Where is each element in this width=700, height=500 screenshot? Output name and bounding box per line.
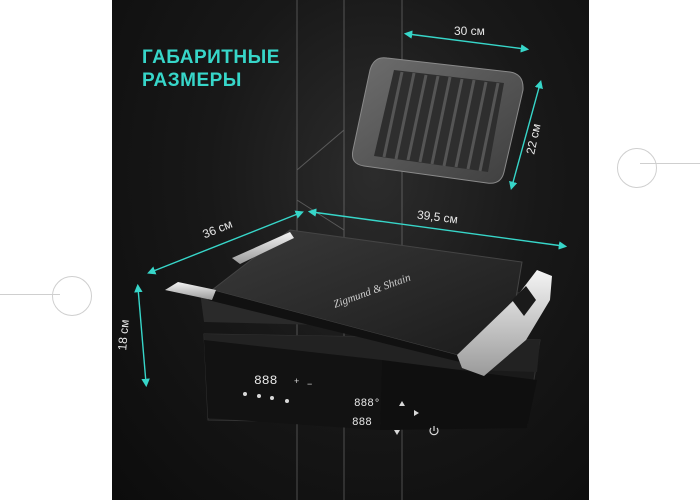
- title-line-1: ГАБАРИТНЫЕ: [142, 47, 280, 68]
- right-guide-circle: [617, 148, 657, 188]
- arrow-grill-height: [134, 283, 150, 388]
- label-plate-width: 30 см: [454, 24, 485, 38]
- arrow-right-icon: [414, 410, 419, 416]
- arrow-grill-depth: [147, 210, 304, 275]
- plus-icon: +: [294, 376, 299, 386]
- mode-icon-4: [285, 399, 289, 403]
- arrow-plate-width: [403, 30, 530, 53]
- page-title: ГАБАРИТНЫЕ РАЗМЕРЫ: [142, 46, 280, 92]
- mode-icon-1: [243, 392, 247, 396]
- arrow-up-icon: [399, 401, 405, 406]
- title-line-2: РАЗМЕРЫ: [142, 70, 242, 91]
- grill-illustration: Zigmund & Shtain 888 888° 888 + −: [134, 0, 568, 500]
- power-icon: [429, 426, 439, 436]
- minus-icon: −: [307, 379, 312, 389]
- display-left-readout: 888: [254, 373, 277, 388]
- product-photo-panel: ГАБАРИТНЫЕ РАЗМЕРЫ: [112, 0, 589, 500]
- removable-plate: [352, 57, 524, 184]
- control-icons: + −: [243, 376, 419, 435]
- dimension-arrows: [134, 30, 568, 388]
- arrow-down-icon: [394, 430, 400, 435]
- arrow-grill-width: [307, 208, 568, 250]
- left-guide-line: [0, 294, 60, 295]
- mode-icon-2: [257, 394, 261, 398]
- label-grill-height: 18 см: [115, 318, 132, 352]
- left-guide-circle: [52, 276, 92, 316]
- right-guide-line: [640, 163, 700, 164]
- display-right-bottom-readout: 888: [352, 417, 372, 429]
- arrow-plate-depth: [509, 79, 543, 191]
- mode-icon-3: [270, 396, 274, 400]
- display-right-top-readout: 888°: [354, 398, 380, 410]
